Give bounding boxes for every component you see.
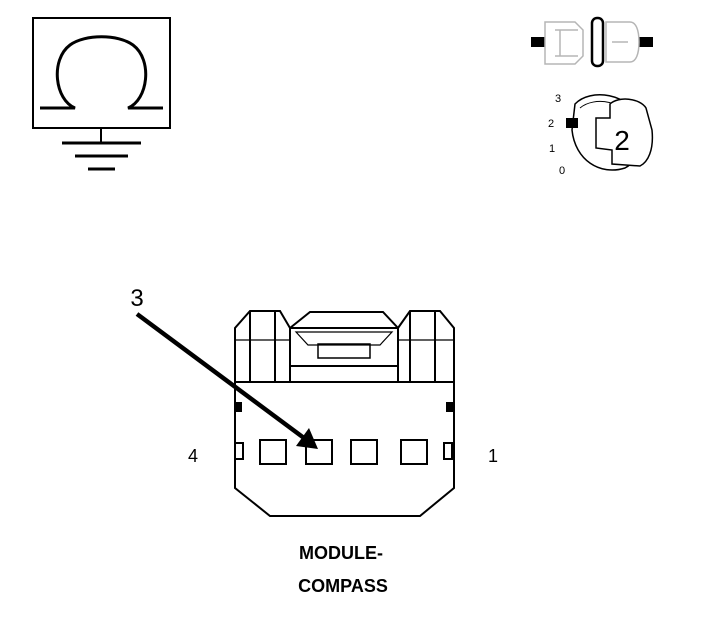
pin-label-right: 1	[488, 446, 498, 466]
callout-arrow	[135, 312, 318, 449]
pin-label-left: 4	[188, 446, 198, 466]
key-scale-0: 0	[559, 165, 565, 177]
key-scale-3: 3	[555, 93, 561, 105]
ohmmeter-to-ground-icon	[32, 17, 171, 171]
key-scale-2: 2	[548, 118, 554, 130]
pin-cavity-2a	[350, 439, 378, 465]
pin-cavity-4	[259, 439, 287, 465]
disconnect-connector-icon	[531, 16, 653, 68]
key-scale-1: 1	[549, 143, 555, 155]
connector-face-view	[234, 310, 455, 517]
ignition-key-position-icon: 2 3 2 1 0	[548, 93, 654, 177]
component-label-line1: MODULE-	[299, 543, 383, 563]
callout-number: 3	[130, 285, 143, 312]
component-label-line2: COMPASS	[298, 576, 388, 596]
pin-cavity-1	[400, 439, 428, 465]
pin-cavity-3	[305, 439, 333, 465]
key-position-number: 2	[614, 125, 630, 156]
